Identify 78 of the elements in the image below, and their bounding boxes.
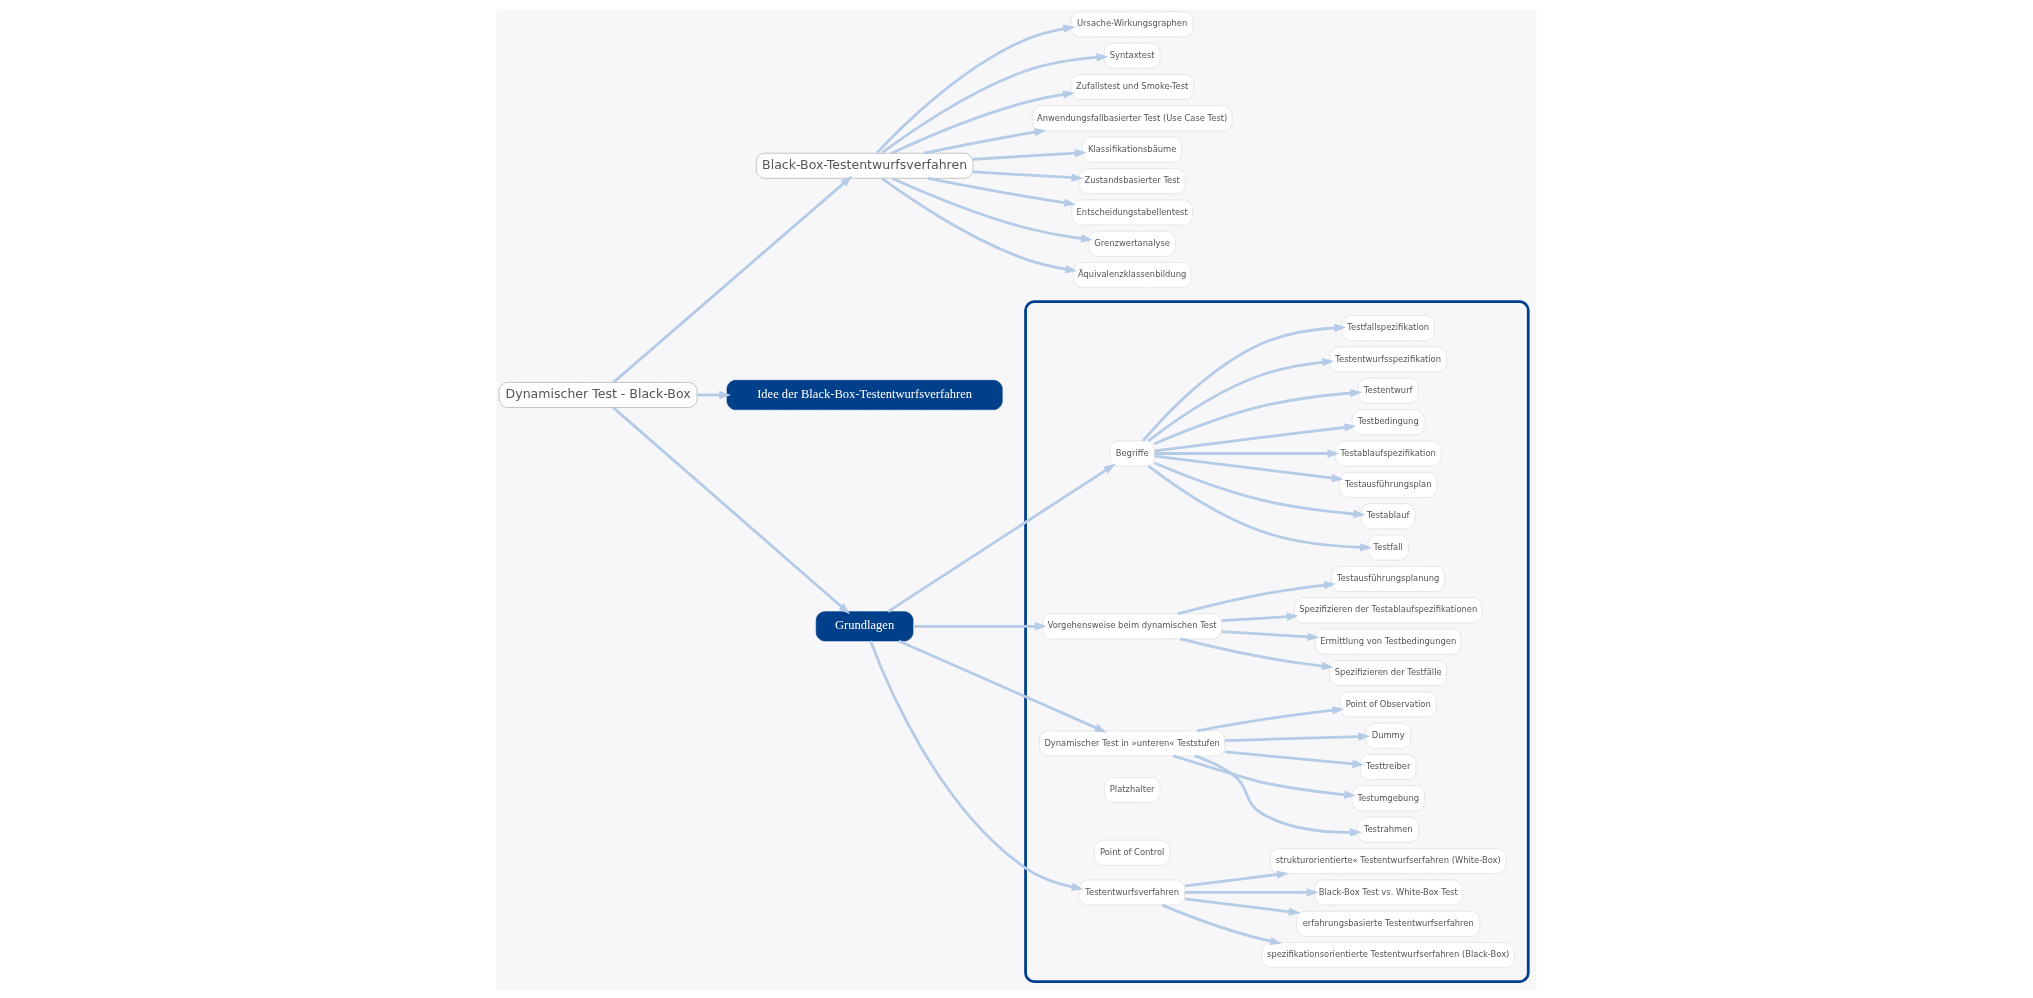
- node-box: Black-Box Test vs. White-Box Test: [1314, 879, 1463, 905]
- arrow: [869, 640, 1084, 891]
- arrow: [612, 175, 853, 383]
- node-box: Begriffe: [1109, 440, 1155, 466]
- node-box: Dynamischer Test - Black-Box: [498, 381, 698, 408]
- node-box: Testablaufspezifikation: [1334, 440, 1442, 466]
- arrow: [881, 176, 1078, 273]
- node-box: Syntaxtest: [1103, 42, 1161, 69]
- arrow: [1221, 611, 1299, 622]
- arrow: [1184, 870, 1289, 887]
- node-box: Testentwurfsspezifikation: [1329, 346, 1447, 372]
- node-box: Zufallstest und Smoke-Test: [1070, 73, 1194, 100]
- arrow: [1194, 754, 1363, 837]
- node-box: Point of Observation: [1339, 690, 1437, 717]
- arrow: [898, 639, 1107, 732]
- arrow: [1196, 705, 1345, 732]
- node-box: Testentwurfsverfahren: [1079, 879, 1186, 905]
- node-box: spezifikationsorientierte Testentwurfserfahren (Black-Box): [1261, 941, 1515, 968]
- node-box: Point of Control: [1094, 839, 1171, 866]
- arrow: [1154, 388, 1363, 445]
- arrow: [875, 24, 1076, 154]
- node-box: Spezifizieren der Testfälle: [1329, 659, 1448, 686]
- node-box: Testfallspezifikation: [1341, 314, 1435, 341]
- cluster: [1024, 299, 1530, 983]
- node-box: Testumgebung: [1351, 785, 1425, 811]
- arrow: [1177, 580, 1336, 615]
- arrow: [1180, 637, 1334, 670]
- node-box: Zustandsbasierter Test: [1078, 167, 1186, 194]
- arrow: [1224, 731, 1371, 742]
- node-box: Anwendungsfallbasierter Test (Use Case Test): [1031, 105, 1233, 131]
- arrow: [1172, 754, 1357, 799]
- node-box: Ermittlung von Testbedingungen: [1315, 628, 1462, 654]
- arrow: [1154, 422, 1357, 452]
- node-box: Ursache-Wirkungsgraphen: [1070, 10, 1194, 37]
- arrow: [880, 52, 1109, 154]
- node-box: erfahrungsbasierte Testentwurfserfahren: [1296, 910, 1481, 937]
- arrow: [913, 621, 1047, 630]
- arrow: [1184, 897, 1301, 916]
- arrow: [1147, 357, 1335, 442]
- arrow: [972, 170, 1084, 182]
- arrow: [1221, 629, 1320, 641]
- arrow: [1224, 750, 1365, 768]
- node-box: Klassifikationsbäume: [1082, 136, 1182, 163]
- arrow: [891, 176, 1093, 243]
- node-box: Spezifizieren der Testablaufspezifikationen: [1294, 596, 1483, 623]
- node-box: Testausführungsplanung: [1331, 565, 1445, 592]
- arrow: [612, 406, 851, 614]
- node-box: Testfall: [1367, 534, 1409, 560]
- node-box: Idee der Black-Box-Testentwurfsverfahren: [726, 379, 1003, 410]
- node-box: Grenzwertanalyse: [1088, 230, 1176, 257]
- arrow: [1154, 454, 1344, 482]
- arrow: [927, 176, 1076, 207]
- node-box: Testtreiber: [1360, 753, 1417, 780]
- node-box: Entscheidungstabellentest: [1071, 199, 1193, 225]
- arrow: [891, 89, 1075, 154]
- node-box: Black-Box-Testentwurfsverfahren: [755, 152, 974, 179]
- node-box: Dummy: [1365, 722, 1411, 749]
- node-box: Testablauf: [1361, 502, 1416, 529]
- arrow: [697, 390, 732, 399]
- node-box: Testbedingung: [1352, 408, 1425, 435]
- node-box: strukturorientierte« Testentwurfserfahren (White-Box): [1270, 847, 1507, 874]
- arrow: [1154, 461, 1366, 518]
- node-box: Testrahmen: [1357, 816, 1419, 843]
- node-box: Vorgehensweise beim dynamischen Test: [1042, 612, 1223, 639]
- arrow: [1141, 323, 1347, 442]
- arrow: [887, 463, 1116, 613]
- arrow: [1147, 464, 1373, 551]
- arrow: [1154, 448, 1340, 458]
- arrow: [1185, 887, 1319, 897]
- node-box: Testentwurf: [1357, 377, 1419, 404]
- node-box: Äquivalenzklassenbildung: [1072, 261, 1192, 288]
- node-box: Grundlagen: [815, 610, 914, 641]
- arrow: [1161, 903, 1282, 945]
- node-box: Dynamischer Test in »unteren« Teststufen: [1039, 729, 1226, 756]
- arrow: [972, 148, 1087, 161]
- arrow: [923, 127, 1047, 155]
- node-box: Platzhalter: [1103, 776, 1161, 803]
- node-box: Testausführungsplan: [1339, 471, 1438, 498]
